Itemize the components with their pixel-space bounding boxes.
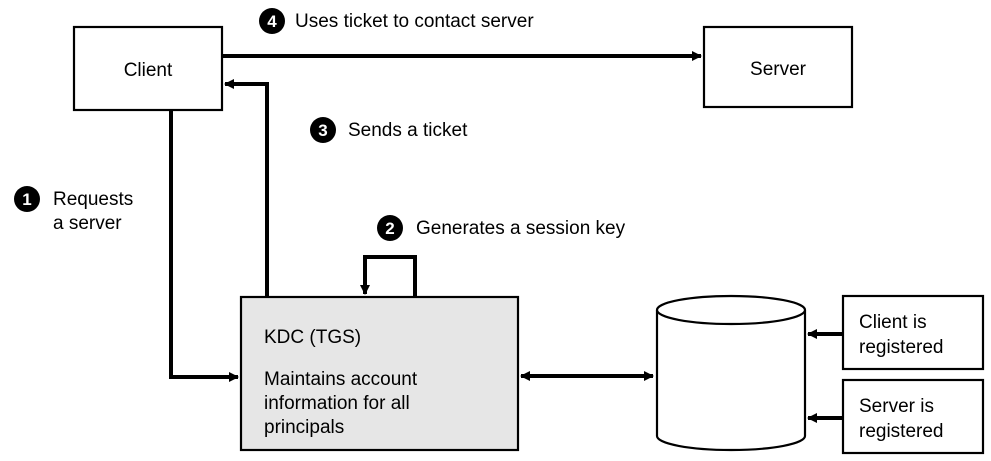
server-registered-line-2: registered	[859, 421, 944, 442]
step-badge-4	[259, 8, 285, 34]
step-1-text-line-1: Requests	[53, 189, 133, 210]
client-box	[72, 25, 224, 112]
step-badge-2	[377, 215, 403, 241]
step-1-label: 1 Requests a server	[14, 186, 133, 234]
server-node: Server	[702, 25, 854, 109]
step-1-text-line-2: a server	[53, 213, 122, 234]
step-2-label: 2 Generates a session key	[377, 215, 626, 241]
arrow-kdc-self-loop	[360, 255, 417, 297]
server-registered-box	[841, 378, 985, 455]
step-number-1: 1	[22, 190, 31, 209]
step-2-text: Generates a session key	[416, 218, 626, 239]
step-badge-1	[14, 186, 40, 212]
step-4-text: Uses ticket to contact server	[295, 11, 534, 32]
step-3-label: 3 Sends a ticket	[310, 117, 468, 143]
arrow-client-to-kdc	[169, 110, 239, 382]
server-registered-node: Server is registered	[841, 378, 985, 455]
client-registered-node: Client is registered	[841, 294, 985, 371]
database-body	[655, 310, 807, 452]
database-cylinder	[655, 294, 807, 452]
kdc-title: KDC (TGS)	[264, 327, 361, 348]
server-registered-line-1: Server is	[859, 396, 934, 417]
client-node: Client	[72, 25, 224, 112]
kdc-node: KDC (TGS) Maintains account information …	[239, 295, 520, 452]
kdc-box	[239, 295, 520, 452]
arrow-kdc-to-client	[224, 79, 269, 297]
client-registered-line-2: registered	[859, 337, 944, 358]
step-4-label: 4 Uses ticket to contact server	[259, 8, 534, 34]
server-box	[702, 25, 854, 109]
kdc-desc-line-2: information for all	[264, 393, 410, 414]
step-number-3: 3	[318, 121, 327, 140]
server-label: Server	[750, 59, 807, 80]
kdc-desc-line-3: principals	[264, 417, 344, 438]
client-registered-line-1: Client is	[859, 312, 927, 333]
step-number-4: 4	[267, 12, 277, 31]
kdc-desc-line-1: Maintains account	[264, 369, 418, 390]
client-label: Client	[124, 60, 173, 81]
step-3-text: Sends a ticket	[348, 120, 468, 141]
client-registered-box	[841, 294, 985, 371]
step-badge-3	[310, 117, 336, 143]
database-top	[655, 294, 807, 326]
step-number-2: 2	[385, 219, 394, 238]
